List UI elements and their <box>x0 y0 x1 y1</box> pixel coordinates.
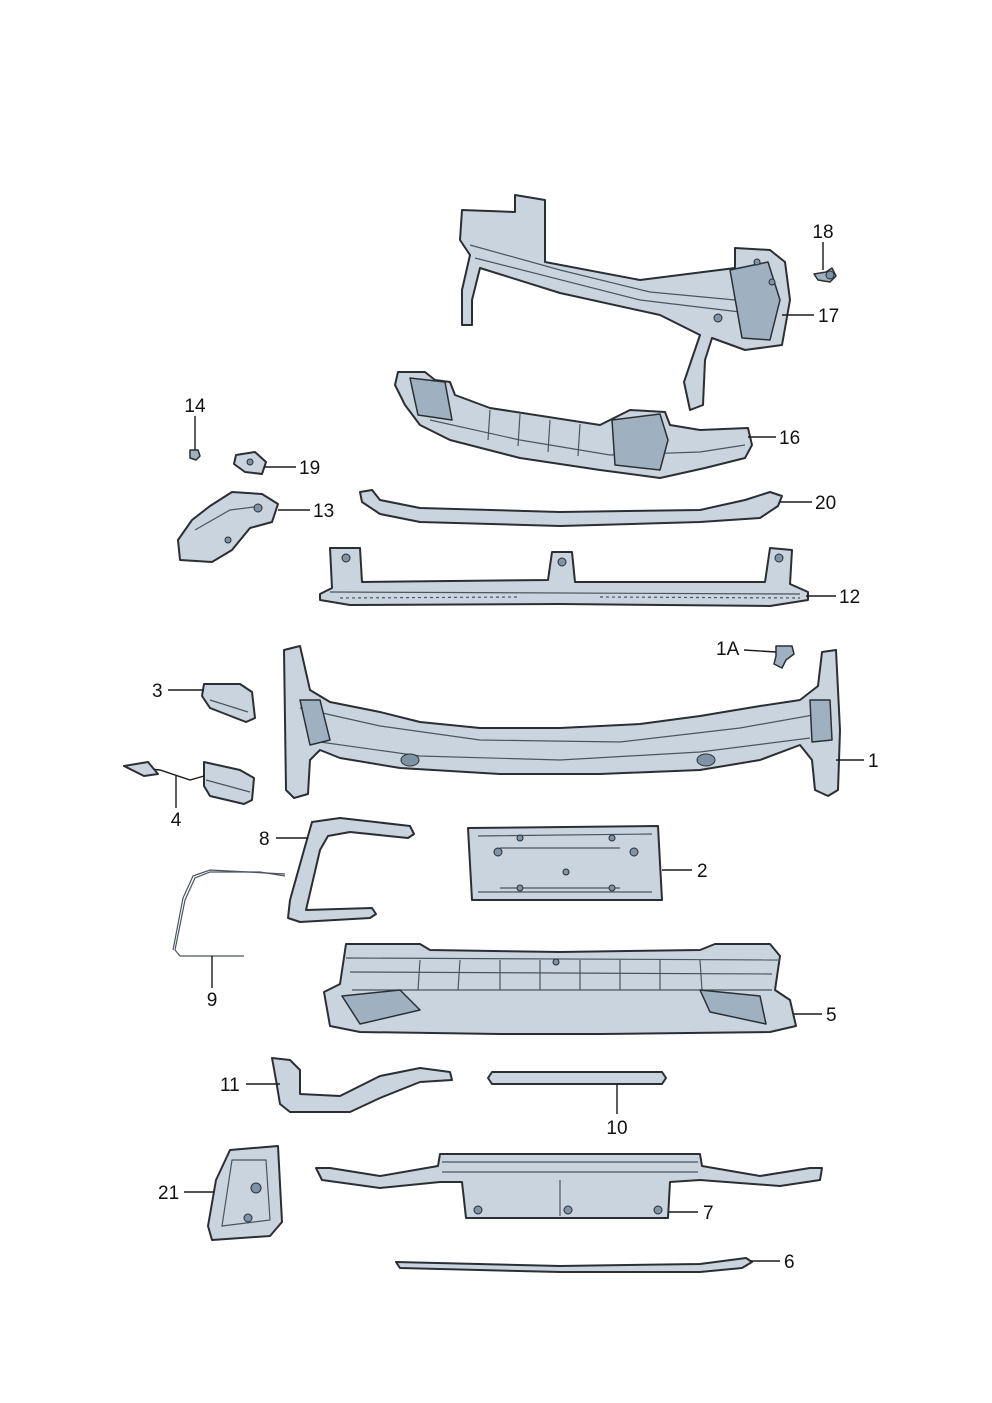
callout-4[interactable]: 4 <box>171 810 182 831</box>
callout-10[interactable]: 10 <box>606 1118 627 1139</box>
callout-6[interactable]: 6 <box>784 1252 795 1273</box>
callout-1[interactable]: 1 <box>868 751 879 772</box>
leader-1A <box>743 649 777 653</box>
callout-5[interactable]: 5 <box>826 1005 837 1026</box>
part-3-cover-cap[interactable] <box>201 683 256 723</box>
part-19-clip[interactable] <box>233 451 267 475</box>
part-11-lower-side-trim[interactable] <box>271 1057 453 1113</box>
callout-7[interactable]: 7 <box>703 1203 714 1224</box>
callout-9[interactable]: 9 <box>207 990 218 1011</box>
part-20-trim-strip[interactable] <box>359 489 783 527</box>
leader-lines <box>168 242 864 1262</box>
part-1-bumper-cover[interactable] <box>283 645 841 799</box>
part-10-center-strip[interactable] <box>487 1071 667 1085</box>
callout-labels: 18 17 16 14 19 13 20 12 1A 3 1 4 8 2 9 5… <box>152 222 879 1273</box>
callout-2[interactable]: 2 <box>697 861 708 882</box>
part-14-screw[interactable] <box>189 449 201 461</box>
part-5-lower-bumper[interactable] <box>323 943 797 1035</box>
part-9-trim-wire[interactable] <box>172 869 286 957</box>
part-7-undertray[interactable] <box>315 1153 823 1219</box>
part-8-trim-frame[interactable] <box>287 817 415 923</box>
callout-19[interactable]: 19 <box>299 458 320 479</box>
part-17-upper-carrier[interactable] <box>459 194 791 411</box>
part-21-grille-insert[interactable] <box>207 1145 283 1241</box>
part-4-tethered-cap[interactable] <box>123 761 255 805</box>
part-2-license-plate-holder[interactable] <box>467 825 663 901</box>
callout-16[interactable]: 16 <box>779 428 800 449</box>
callout-13[interactable]: 13 <box>313 501 334 522</box>
callout-11[interactable]: 11 <box>220 1075 240 1096</box>
part-12-reinforcement-bar[interactable] <box>319 547 809 607</box>
callout-17[interactable]: 17 <box>818 306 839 327</box>
callout-3[interactable]: 3 <box>152 681 163 702</box>
part-6-trim-strip[interactable] <box>395 1257 753 1273</box>
callout-8[interactable]: 8 <box>259 829 270 850</box>
part-18-bolt[interactable] <box>813 267 837 283</box>
part-16-energy-absorber[interactable] <box>394 371 753 479</box>
callout-18[interactable]: 18 <box>812 222 833 243</box>
part-13-side-bracket[interactable] <box>177 491 279 563</box>
callout-14[interactable]: 14 <box>184 396 206 417</box>
callout-21[interactable]: 21 <box>158 1183 179 1204</box>
callout-12[interactable]: 12 <box>839 587 860 608</box>
part-1A-screw[interactable] <box>773 645 795 669</box>
callout-20[interactable]: 20 <box>815 493 836 514</box>
callout-1A[interactable]: 1A <box>716 639 740 660</box>
